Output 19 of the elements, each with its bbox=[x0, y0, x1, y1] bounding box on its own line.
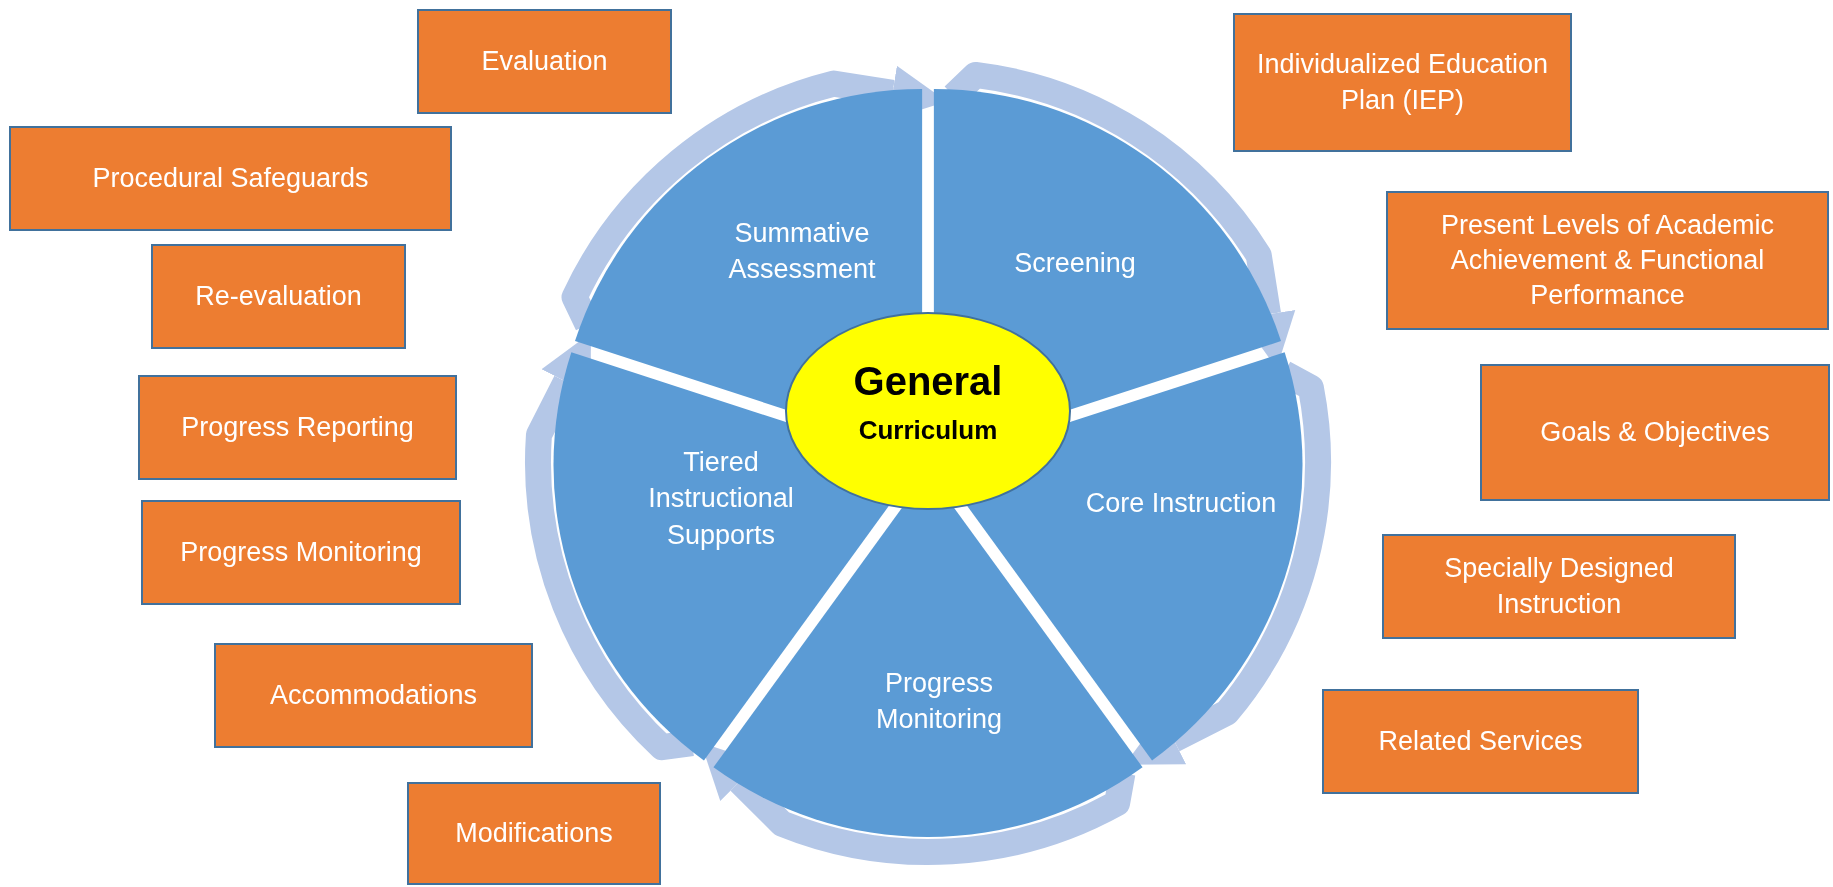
segment-label: Summative Assessment bbox=[727, 216, 877, 286]
topic-box: Present Levels of Academic Achievement & Functional Performance bbox=[1386, 191, 1829, 330]
topic-box: Re-evaluation bbox=[151, 244, 406, 349]
segment-label: Core Instruction bbox=[1084, 486, 1278, 520]
topic-box: Progress Monitoring bbox=[141, 500, 461, 605]
topic-box: Individualized Education Plan (IEP) bbox=[1233, 13, 1572, 152]
topic-box: Procedural Safeguards bbox=[9, 126, 452, 231]
topic-box: Evaluation bbox=[417, 9, 672, 114]
topic-box: Goals & Objectives bbox=[1480, 364, 1830, 501]
segment-label: Progress Monitoring bbox=[874, 666, 1004, 736]
topic-box: Progress Reporting bbox=[138, 375, 457, 480]
topic-box: Accommodations bbox=[214, 643, 533, 748]
topic-box: Specially Designed Instruction bbox=[1382, 534, 1736, 639]
segment-label: Screening bbox=[1013, 246, 1137, 280]
topic-box: Modifications bbox=[407, 782, 661, 885]
center-subtitle: Curriculum bbox=[858, 415, 998, 446]
topic-box: Related Services bbox=[1322, 689, 1639, 794]
segment-label: Tiered Instructional Supports bbox=[647, 446, 795, 553]
center-title: General bbox=[853, 359, 1003, 404]
